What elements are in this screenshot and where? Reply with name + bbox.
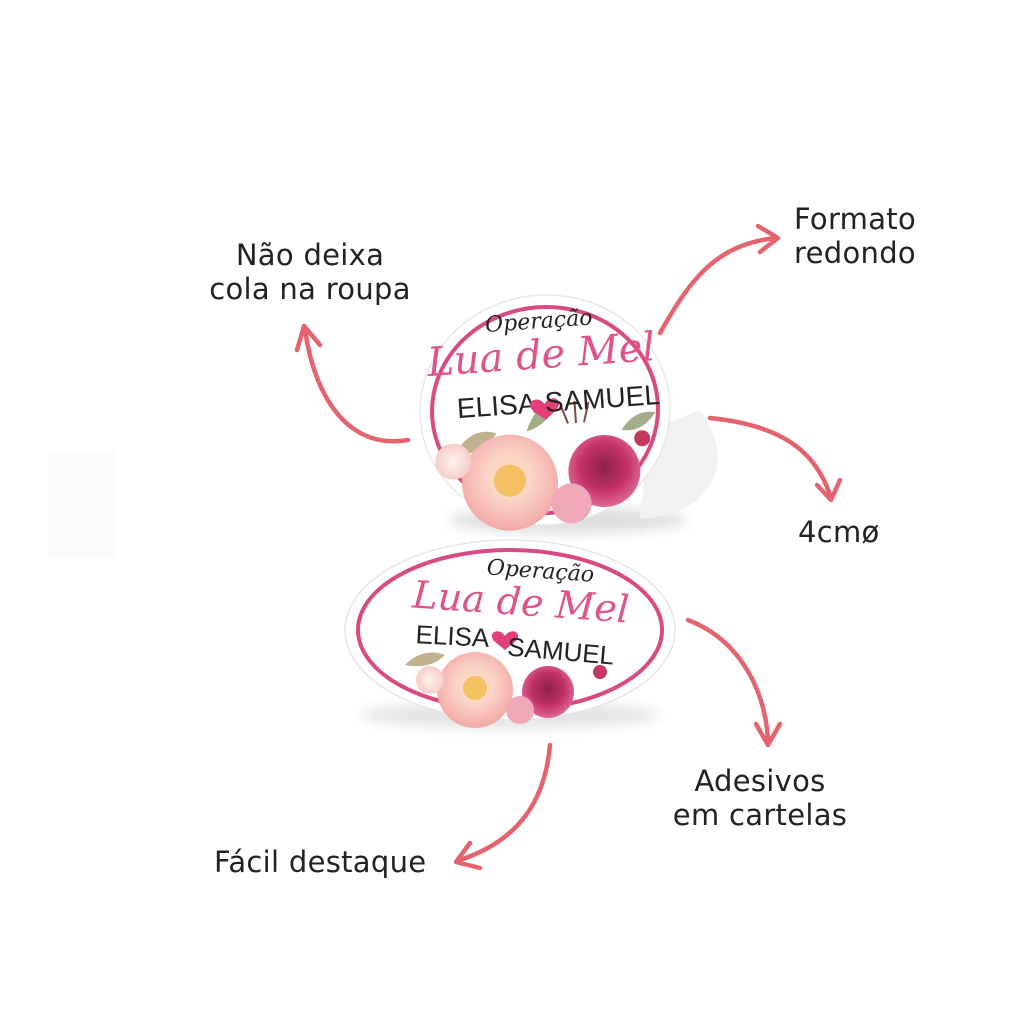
callout-round-format-line1: Formato (793, 202, 917, 236)
callout-no-residue-line1: Não deixa (235, 238, 385, 272)
callout-sheets-line2: em cartelas (672, 798, 848, 832)
sticker-bottom: Operação Lua de Mel ELISA SAMUEL (344, 539, 676, 729)
flower-bouquet (405, 652, 607, 728)
callout-sheets: Adesivos em cartelas (660, 764, 860, 832)
sticker-top: Operação Lua de Mel ELISA SAMUEL (419, 294, 718, 534)
callout-size-text: 4cmø (798, 515, 880, 549)
heart-icon (491, 631, 519, 650)
arrow-sheets (685, 617, 783, 748)
arrow-easy-peel (453, 742, 553, 871)
callout-size: 4cmø (798, 515, 880, 549)
flower-bouquet (435, 399, 656, 531)
callout-no-residue-line2: cola na roupa (209, 272, 411, 306)
callout-no-residue: Não deixa cola na roupa (195, 238, 425, 306)
callout-round-format-line2: redondo (794, 236, 916, 270)
callout-easy-peel: Fácil destaque (214, 845, 426, 879)
sticker-bottom-name1: ELISA (415, 619, 491, 653)
sticker-ring (430, 304, 660, 516)
callout-round-format: Formato redondo (780, 202, 930, 270)
arrow-no-residue (294, 323, 411, 444)
arrow-size (707, 415, 843, 503)
arrow-round-format (657, 223, 781, 336)
sticker-top-name1: ELISA (456, 388, 538, 424)
callout-easy-peel-text: Fácil destaque (214, 845, 427, 879)
background-artifact (48, 452, 116, 558)
heart-icon (530, 398, 559, 420)
callout-sheets-line1: Adesivos (694, 764, 826, 798)
